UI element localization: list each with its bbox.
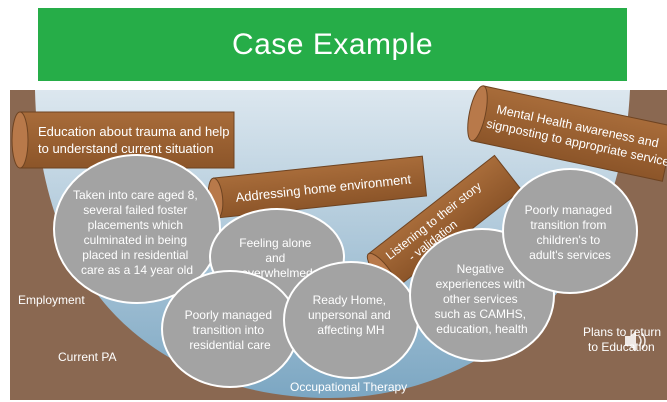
- bubble-ready-home: Ready Home, unpersonal and affecting MH: [283, 261, 419, 379]
- bubble-text: Poorly managed transition from children'…: [525, 203, 616, 262]
- bubble-text: Ready Home, unpersonal and affecting MH: [308, 293, 394, 337]
- bubble-poorly-managed-adult: Poorly managed transition from children'…: [502, 168, 638, 294]
- label-employment: Employment: [18, 293, 85, 307]
- title-banner: Case Example: [38, 8, 627, 81]
- bubble-text: Negative experiences with other services…: [435, 262, 530, 336]
- bubble-text: Poorly managed transition into residenti…: [185, 308, 276, 352]
- earth-basin: [10, 90, 667, 400]
- bubble-text: Taken into care aged 8, several failed f…: [73, 188, 201, 277]
- bubble-poorly-managed-residential: Poorly managed transition into residenti…: [161, 270, 299, 388]
- label-current-pa: Current PA: [58, 350, 116, 364]
- speaker-icon[interactable]: [625, 331, 646, 351]
- bubble-taken-into-care: Taken into care aged 8, several failed f…: [53, 154, 221, 304]
- label-occupational-therapy: Occupational Therapy: [290, 380, 407, 394]
- slide-title: Case Example: [231, 27, 434, 61]
- log-home-environment: Addressing home environment: [207, 155, 428, 219]
